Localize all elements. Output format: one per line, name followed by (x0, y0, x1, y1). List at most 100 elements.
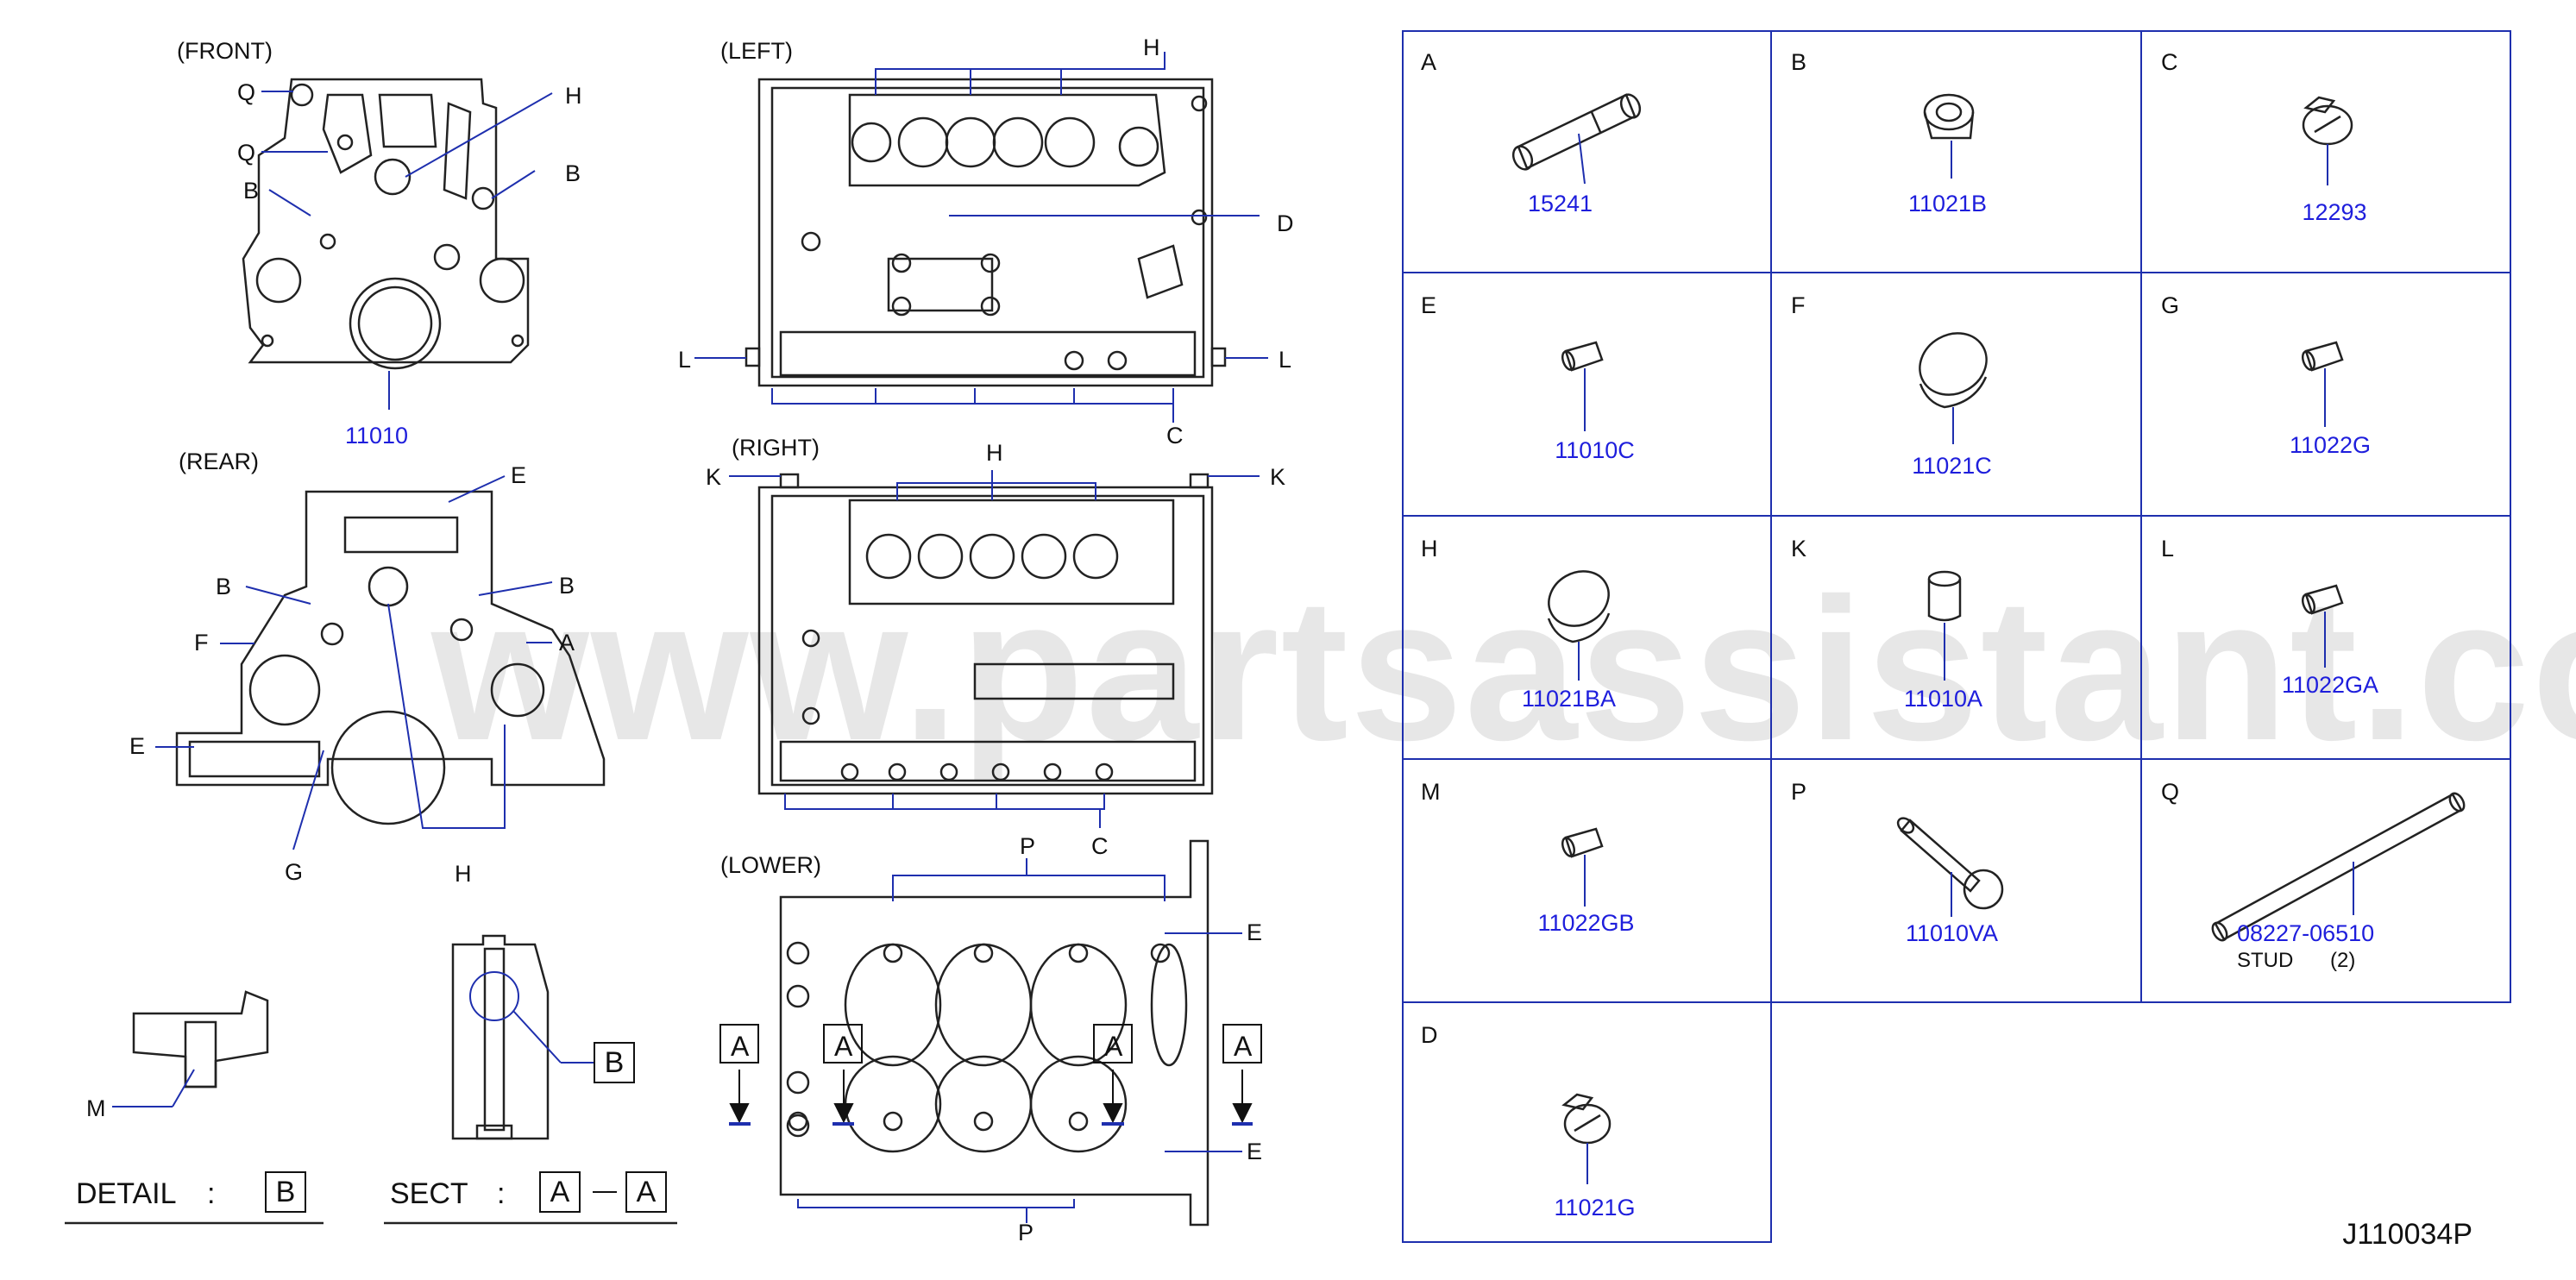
part-number: 15241 (1527, 191, 1593, 216)
lower-section-a3: A (1104, 1031, 1123, 1062)
part-letter: E (1421, 292, 1437, 318)
pin-icon (1511, 93, 1642, 185)
lower-block-drawing (719, 839, 1262, 1227)
part-letter: K (1791, 536, 1807, 562)
view-title-left: (LEFT) (720, 38, 793, 64)
dowel-icon (2301, 341, 2344, 427)
left-callout-h: H (1143, 35, 1160, 60)
lower-section-a1: A (731, 1031, 750, 1062)
rear-callout-b1: B (216, 574, 232, 599)
part-number: 11022G (2289, 432, 2372, 458)
front-callout-b1: B (243, 178, 260, 204)
part-number: 11021BA (1521, 686, 1617, 712)
sect-box-a1: A (539, 1171, 581, 1213)
bolt-icon (1896, 817, 2004, 917)
part-cell-l[interactable]: L 11022GA (2142, 517, 2511, 760)
stud-icon (2211, 792, 2466, 942)
rear-callout-e2: E (129, 733, 146, 759)
front-part-number: 11010 (345, 423, 409, 449)
lower-callout-e1: E (1247, 919, 1263, 945)
part-cell-k[interactable]: K 11010A (1772, 517, 2142, 760)
part-letter: M (1421, 779, 1441, 805)
rear-callout-b2: B (559, 573, 575, 599)
sect-colon: : (497, 1177, 506, 1210)
ring-icon (1547, 570, 1611, 681)
right-callout-k1: K (706, 464, 722, 490)
view-title-front: (FRONT) (177, 38, 273, 64)
part-letter: P (1791, 779, 1807, 805)
dowel-icon (1561, 341, 1604, 431)
view-title-rear: (REAR) (179, 449, 259, 474)
bolt-plug-icon (2302, 96, 2353, 185)
sect-label: SECT (390, 1177, 468, 1210)
part-cell-m[interactable]: M 11022GB (1402, 760, 1772, 1003)
sect-a-drawing (384, 934, 677, 1225)
watermark: www.partsassistant.com (431, 555, 2576, 782)
rear-callout-f: F (194, 630, 209, 656)
part-letter: G (2161, 292, 2180, 318)
part-extra-qty: (2) (2330, 949, 2356, 972)
part-letter: B (1791, 49, 1807, 75)
part-number: 11021B (1907, 191, 1988, 216)
plug-icon (1923, 93, 1975, 179)
part-extra-stud: STUD (2237, 949, 2294, 972)
part-number: 11010VA (1905, 920, 1999, 946)
part-number: 11022GA (2281, 672, 2379, 698)
rear-callout-g: G (285, 859, 304, 885)
left-callout-l2: L (1279, 347, 1292, 373)
rear-callout-h: H (455, 861, 472, 887)
lower-section-a4: A (1234, 1031, 1253, 1062)
detail-label: DETAIL (76, 1177, 177, 1210)
view-title-right: (RIGHT) (732, 435, 820, 461)
part-cell-f[interactable]: F 11021C (1772, 273, 2142, 517)
part-cell-q[interactable]: Q 08227-06510 STUD (2) (2142, 760, 2511, 1003)
part-cell-g[interactable]: G 11022G (2142, 273, 2511, 517)
part-cell-c[interactable]: C 12293 (2142, 30, 2511, 273)
part-cell-p[interactable]: P 11010VA (1772, 760, 2142, 1003)
right-callout-h: H (986, 440, 1003, 466)
part-letter: C (2161, 49, 2178, 75)
ring-icon (1919, 332, 1988, 444)
left-callout-c: C (1166, 423, 1184, 449)
lower-callout-p1: P (1020, 833, 1036, 859)
part-cell-e[interactable]: E 11010C (1402, 273, 1772, 517)
left-callout-d: D (1277, 210, 1294, 236)
cylinder-icon (1927, 570, 1962, 681)
front-callout-q1: Q (237, 79, 256, 105)
part-cell-h[interactable]: H 11021BA (1402, 517, 1772, 760)
right-block-drawing (729, 470, 1260, 828)
part-cell-d[interactable]: D 11021G (1402, 1003, 1772, 1243)
diagram-code: J110034P (2342, 1218, 2472, 1251)
dowel-icon (2301, 584, 2344, 668)
front-callout-b2: B (565, 160, 581, 186)
detail-colon: : (207, 1177, 216, 1210)
part-number: 11021C (1912, 453, 1992, 479)
right-callout-k2: K (1270, 464, 1286, 490)
view-title-lower: (LOWER) (720, 852, 821, 878)
left-block-drawing (694, 52, 1268, 423)
part-number: 11010A (1903, 686, 1983, 712)
detail-box: B (265, 1171, 306, 1213)
rear-callout-e1: E (511, 462, 527, 488)
lower-section-a2: A (834, 1031, 853, 1062)
dowel-icon (1561, 827, 1604, 907)
left-callout-l1: L (678, 347, 692, 373)
sect-b-box: B (594, 1042, 635, 1083)
part-number: 11010C (1555, 437, 1635, 463)
front-callout-q2: Q (237, 140, 256, 166)
part-letter: D (1421, 1022, 1438, 1048)
part-cell-a[interactable]: A 15241 (1402, 30, 1772, 273)
part-number: 08227-06510 (2237, 920, 2375, 946)
sect-box-a2: A (625, 1171, 667, 1213)
part-cell-b[interactable]: B 11021B (1772, 30, 2142, 273)
front-callout-h: H (565, 83, 582, 109)
sect-dash (593, 1191, 617, 1193)
detail-b-drawing (65, 990, 324, 1225)
part-number: 11022GB (1537, 910, 1635, 936)
right-callout-c: C (1091, 833, 1109, 859)
front-block-drawing (242, 78, 553, 410)
part-letter: A (1421, 49, 1437, 75)
part-number: 12293 (2302, 199, 2367, 225)
part-letter: H (1421, 536, 1438, 562)
part-letter: Q (2161, 779, 2180, 805)
